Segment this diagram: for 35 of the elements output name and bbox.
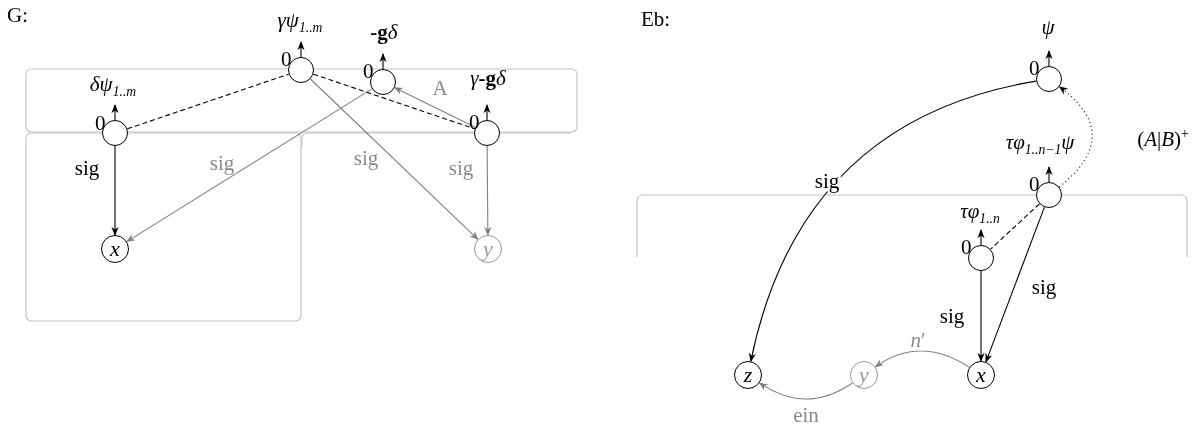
arrow [393, 87, 476, 128]
variable-label: y [483, 238, 493, 260]
arrow [749, 80, 1037, 363]
panel-title: Eb: [641, 9, 671, 30]
arrow [309, 78, 479, 240]
arrow [126, 88, 373, 243]
arrow [977, 270, 985, 362]
variable-label: x [110, 238, 120, 260]
node-label: γψ$_{1..m}$ [277, 10, 323, 31]
arrow [484, 145, 492, 236]
node-label: ψ [1041, 17, 1055, 38]
arrow [111, 145, 119, 236]
variable-label: y [859, 364, 869, 386]
variable-label: x [976, 364, 986, 386]
connector-line [126, 73, 290, 130]
output-label: 0 [363, 61, 374, 82]
connector-line [990, 203, 1040, 250]
node-label: τφ$_{1..n−1}$ψ [1005, 132, 1075, 153]
variable-label: z [743, 364, 753, 386]
arrow [758, 382, 854, 400]
output-label: 0 [95, 113, 106, 134]
output-label: 0 [1029, 58, 1040, 79]
panel-title: G: [7, 5, 28, 26]
output-label: 0 [1029, 174, 1040, 195]
arrow [874, 350, 970, 368]
arrow [985, 206, 1045, 363]
output-label: 0 [469, 112, 480, 133]
edge-label: (A|B)$^{+}$ [1136, 128, 1190, 150]
node-label: γ-gδ [470, 68, 506, 89]
output-label: 0 [961, 237, 972, 258]
node-label: δψ$_{1..m}$ [89, 74, 137, 95]
node-label: τφ$_{1..n}$ [960, 201, 1000, 222]
output-label: 0 [281, 49, 292, 70]
arrow [1058, 86, 1093, 188]
node-label: -gδ [370, 22, 398, 43]
